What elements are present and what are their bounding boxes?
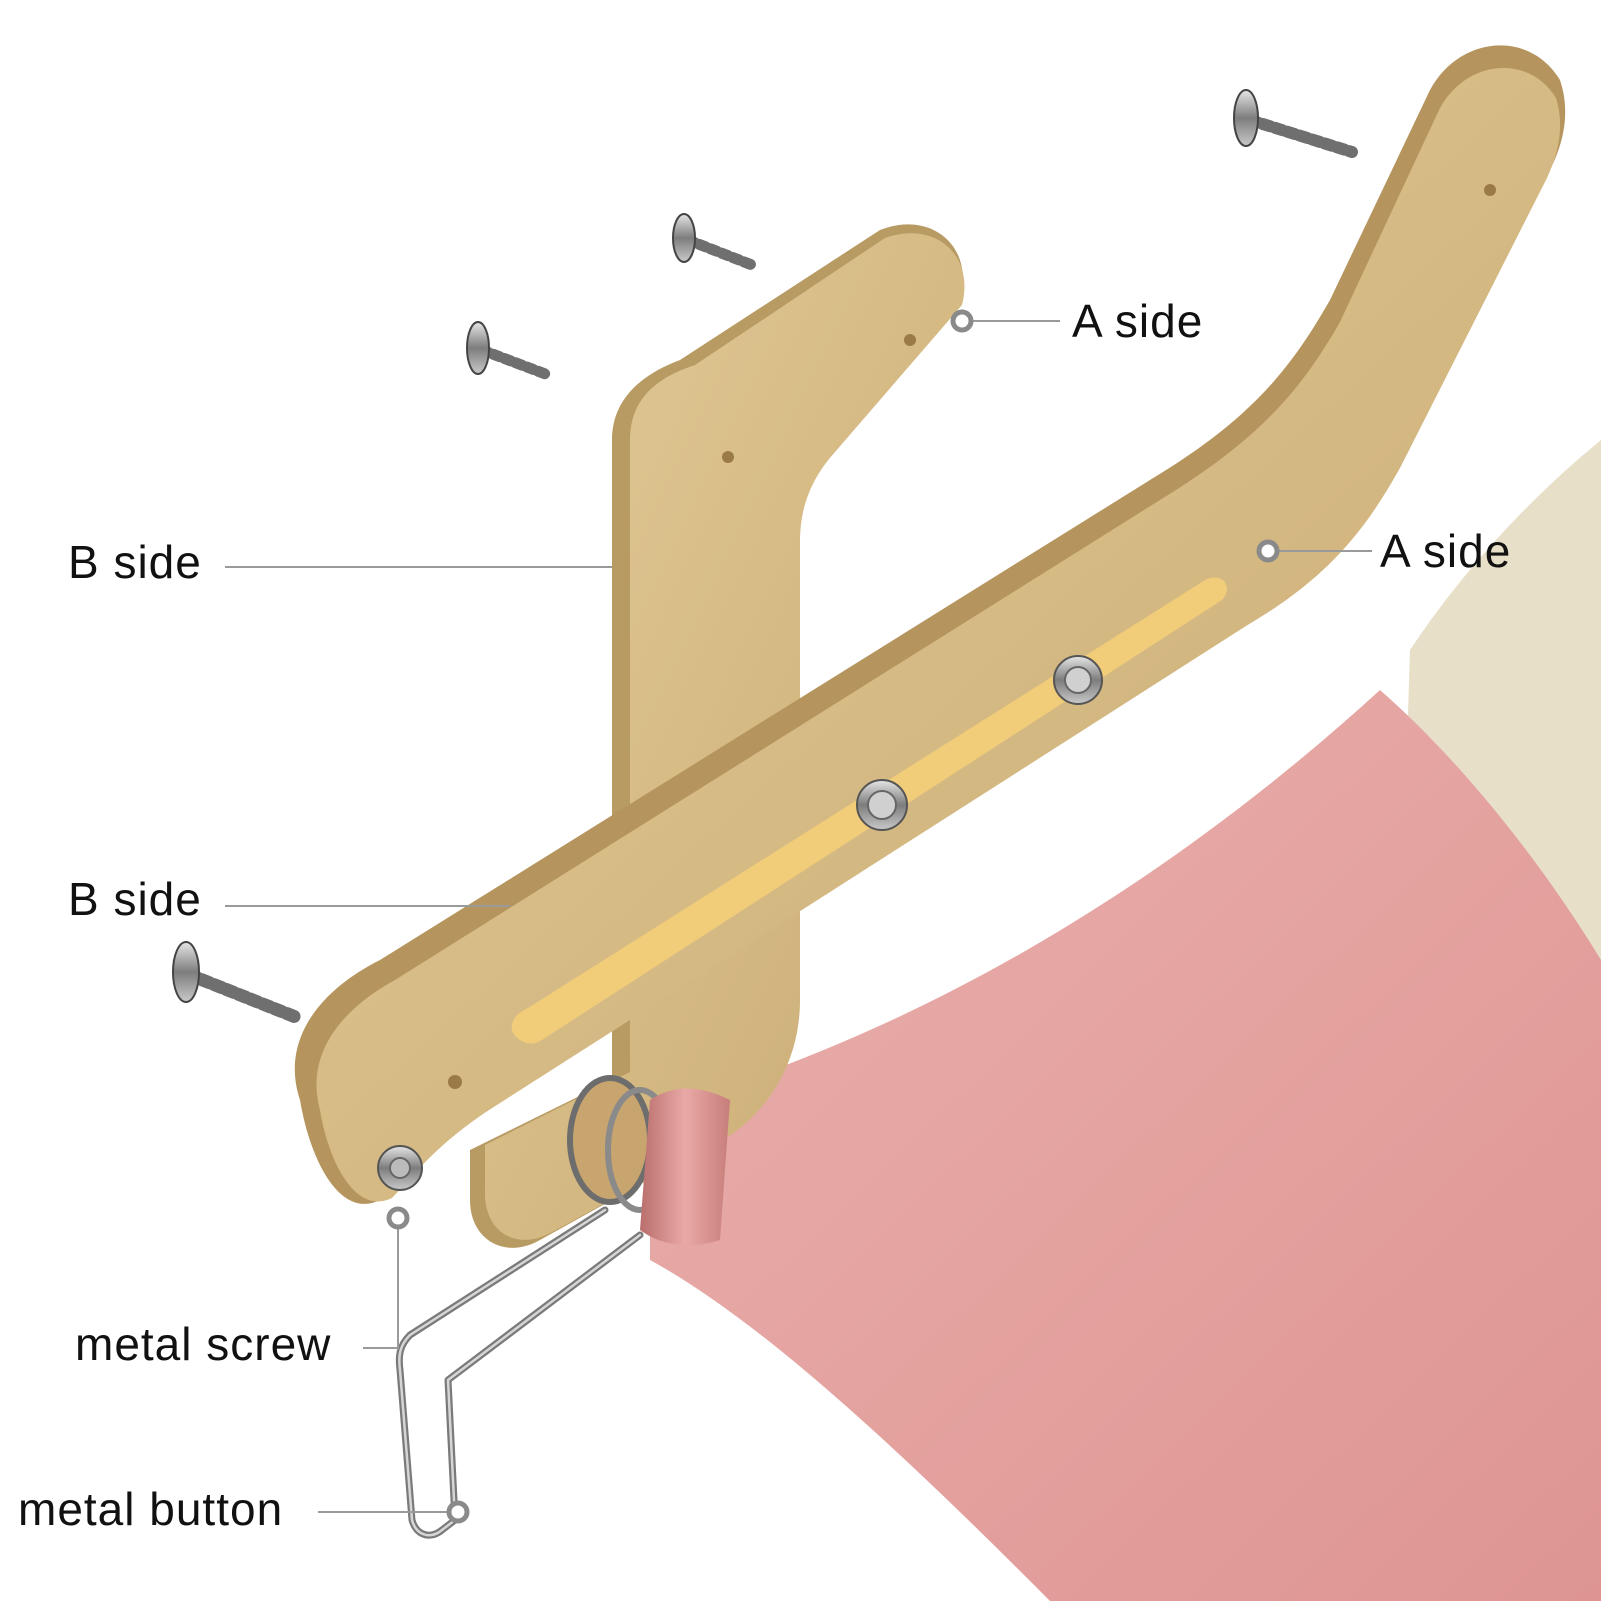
marker-a-side-top [950,309,974,333]
label-a-side-right: A side [1380,525,1511,577]
back-bracket-hole [904,334,916,346]
loose-screw-icon [1233,89,1358,158]
label-metal-screw: metal screw [75,1318,331,1370]
loose-screw-icon [672,213,758,271]
label-b-side-lower: B side [68,873,202,925]
loose-screw-icon [172,941,305,1025]
slot-bolt-icon [856,779,908,831]
front-bracket-face [316,67,1561,1202]
marker-a-side-right [1256,539,1280,563]
front-bracket-hole [448,1075,462,1089]
back-bracket-hole [722,451,734,463]
slot-bolt-icon [1053,655,1103,705]
loose-screw-icon [466,321,554,381]
back-bracket-face [485,233,965,1240]
fabric-roll-icon [567,1075,730,1246]
metal-button-icon [395,1206,644,1539]
fabric-pink-panel [650,690,1601,1601]
label-a-side-top: A side [1072,295,1203,347]
marker-metal-button [446,1500,470,1524]
label-metal-button: metal button [18,1483,283,1535]
marker-metal-screw [386,1206,410,1230]
label-b-side-upper: B side [68,536,202,588]
leader-metal-screw [363,1218,399,1349]
front-bracket-hole [1484,184,1496,196]
metal-screw-head-icon [377,1145,423,1191]
